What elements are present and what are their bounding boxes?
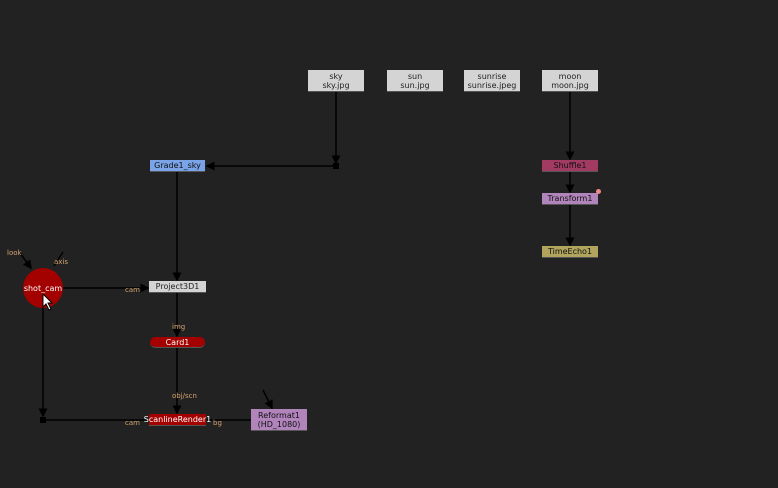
dot-node[interactable] [40,417,46,423]
animated-indicator-icon [596,189,601,194]
input-label-bg: bg [213,419,222,427]
node-name: moon [558,71,582,81]
node-name: sun [407,71,423,81]
input-label-cam: cam [125,286,140,294]
project3d-node[interactable]: Project3D1 [149,281,206,293]
input-label-img: img [172,323,186,331]
input-label-look: look [7,249,22,257]
input-label-obj-scn: obj/scn [172,392,197,400]
node-file: sky.jpg [322,80,350,90]
shuffle-node[interactable]: Shuffle1 [542,160,598,172]
input-label-cam: cam [125,419,140,427]
node-name: sunrise [477,71,507,81]
card-node[interactable]: Card1 [150,337,205,348]
node-name: Reformat1 [258,410,300,420]
node-file: sunrise.jpeg [467,80,517,90]
reformat-node[interactable]: Reformat1(HD_1080) [251,409,307,431]
transform-node[interactable]: Transform1 [542,193,598,205]
node-file: moon.jpg [551,80,589,90]
dot-node[interactable] [333,163,339,169]
scanline-render-node[interactable]: ScanlineRender1 [143,414,212,426]
node-name: sky [329,71,343,81]
input-label-axis: axis [54,258,69,266]
grade-node[interactable]: Grade1_sky [150,160,205,172]
node-file: sun.jpg [400,80,430,90]
mouse-cursor-icon [42,293,54,311]
node-format: (HD_1080) [257,419,301,429]
timeecho-node[interactable]: TimeEcho1 [542,246,598,258]
